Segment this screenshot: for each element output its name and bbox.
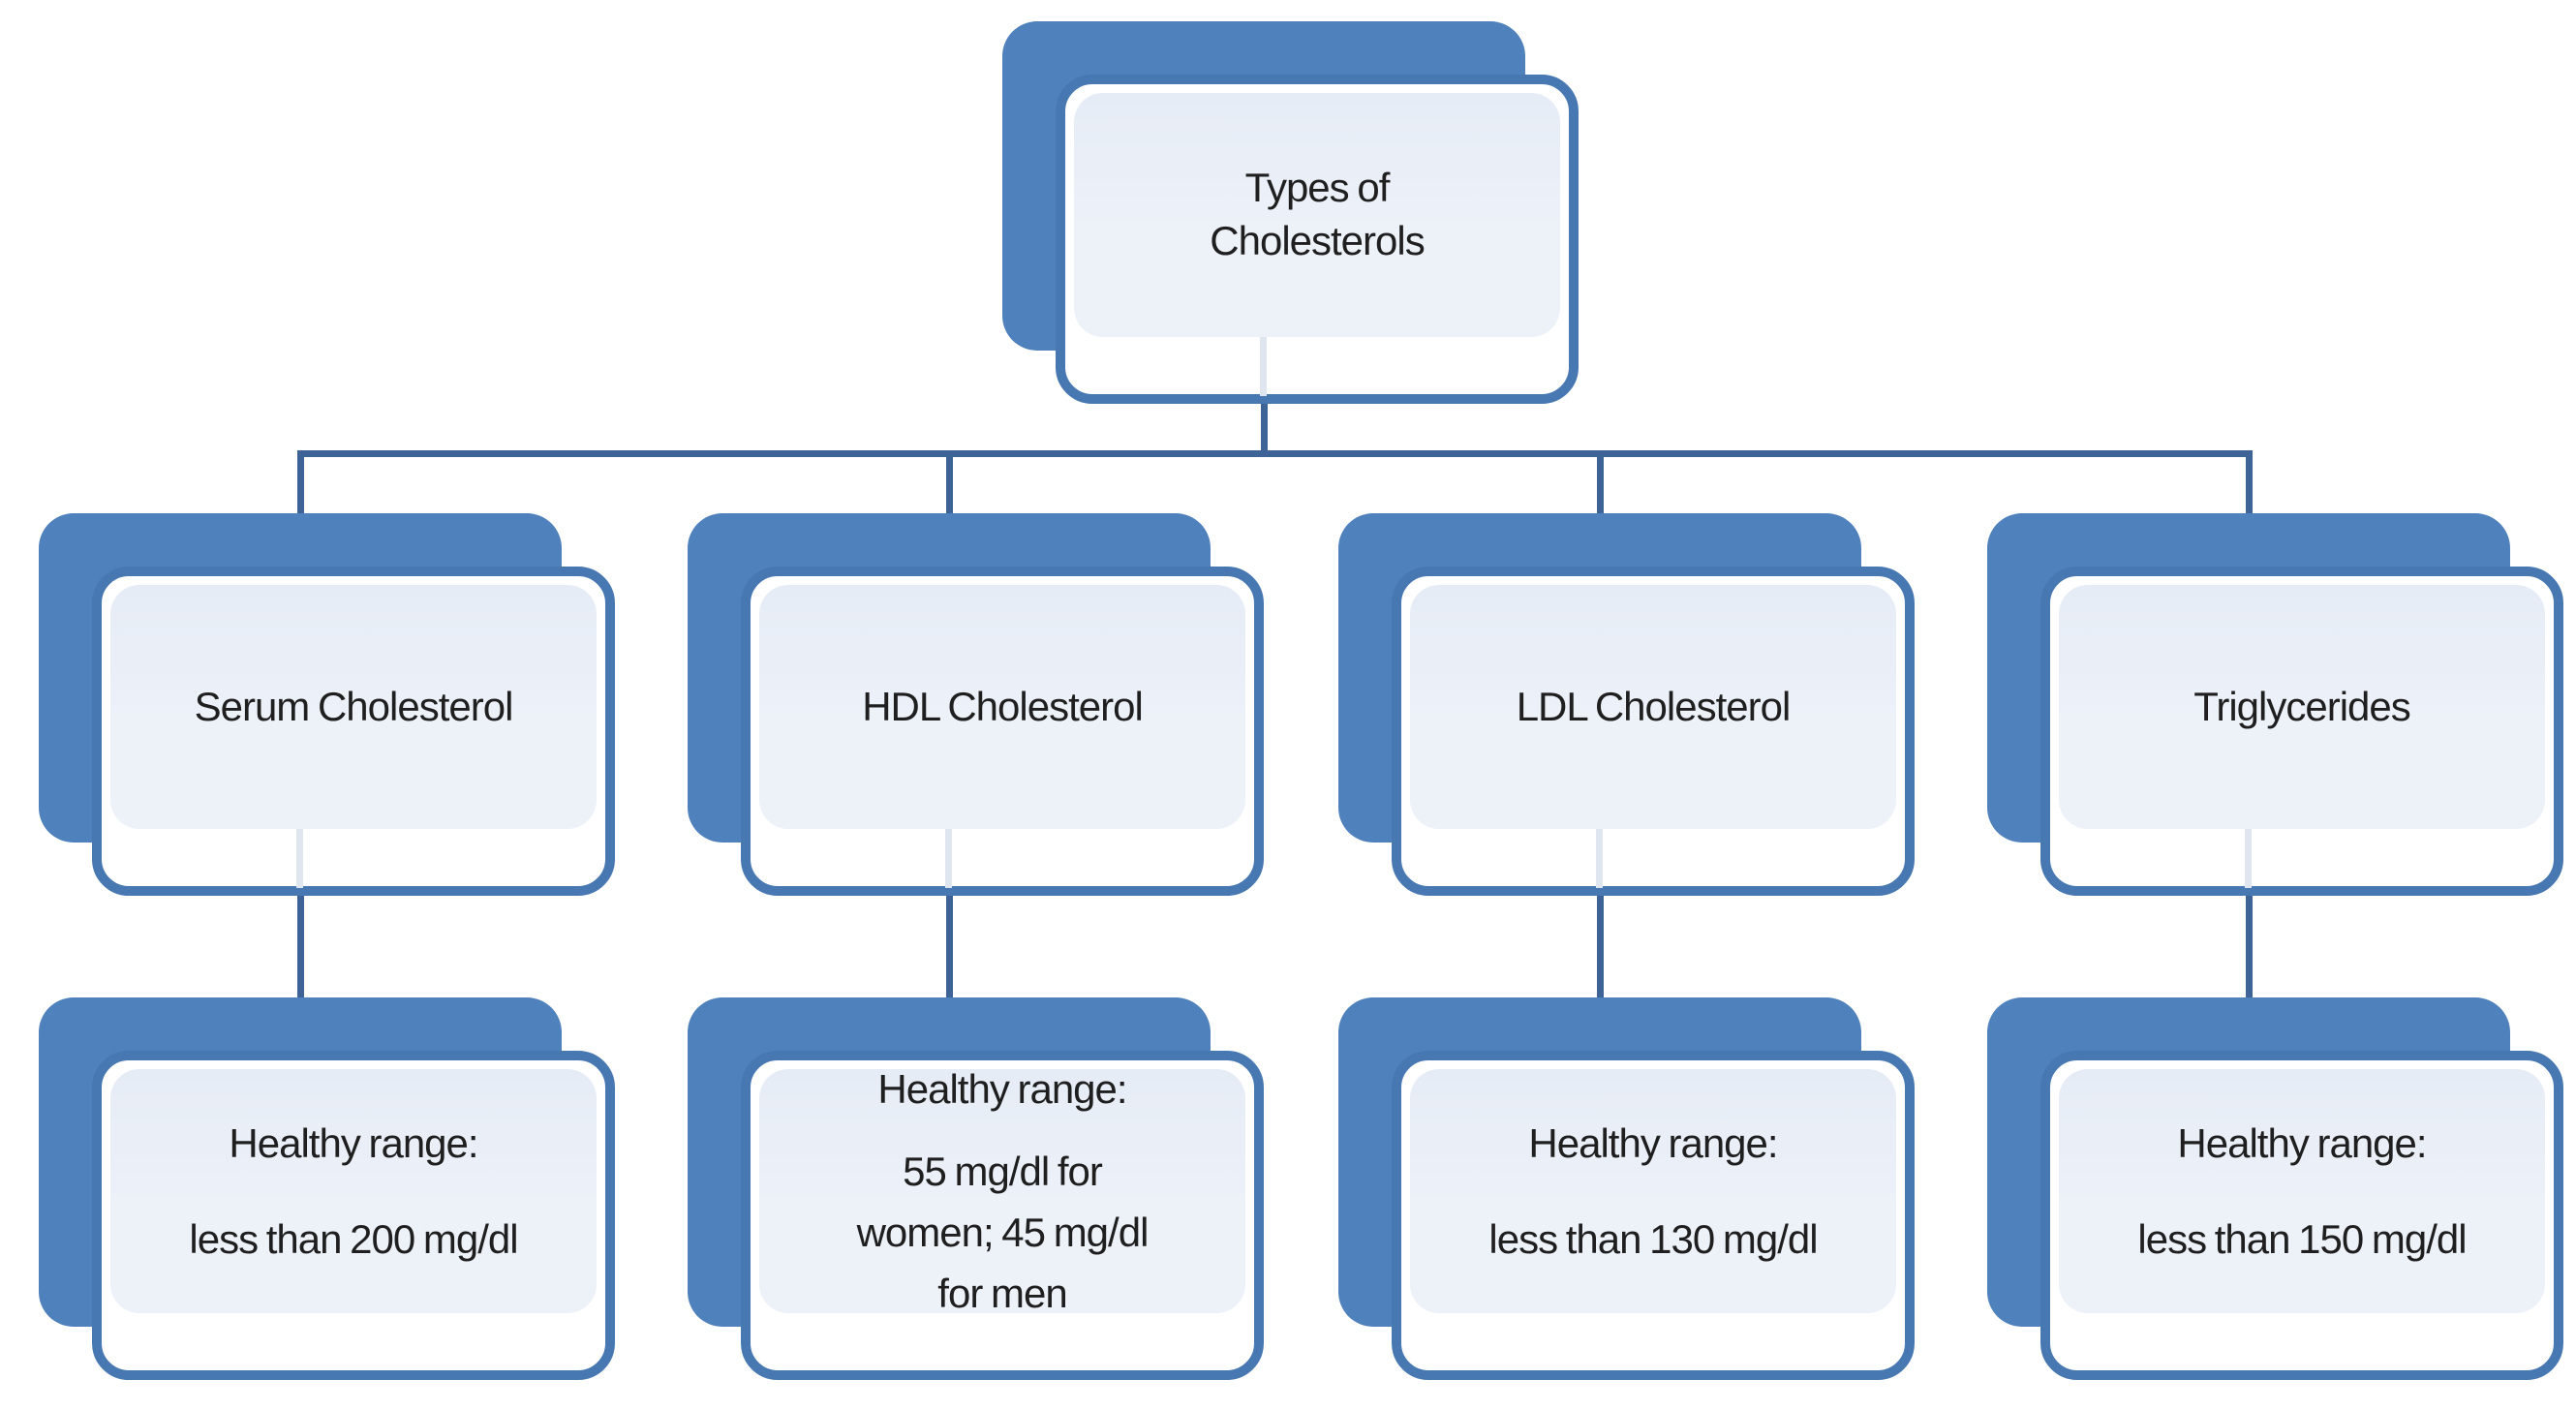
range-intro: Healthy range: — [1528, 1120, 1778, 1166]
connector-drop-serum — [297, 450, 304, 516]
connector-triglycerides-to-range — [2246, 896, 2253, 999]
card-text-panel: Healthy range: less than 150 mg/dl — [2059, 1069, 2545, 1313]
node-triglycerides-healthy-range: Healthy range: less than 150 mg/dl — [1987, 997, 2563, 1380]
root-label-line: Cholesterols — [1210, 218, 1425, 263]
range-value: less than 200 mg/dl — [189, 1216, 518, 1262]
card-front-shape: Healthy range: less than 200 mg/dl — [92, 1051, 615, 1380]
type-label: LDL Cholesterol — [1516, 683, 1792, 729]
node-serum-healthy-range: Healthy range: less than 200 mg/dl — [39, 997, 615, 1380]
card-text-panel: Types of Cholesterols — [1074, 93, 1560, 337]
node-serum-cholesterol: Serum Cholesterol — [39, 513, 615, 896]
card-text-panel: Triglycerides — [2059, 585, 2545, 829]
connector-root-stub — [1261, 404, 1268, 457]
card-front-shape: Serum Cholesterol — [92, 567, 615, 896]
card-front-shape: Triglycerides — [2040, 567, 2563, 896]
card-front-shape: Healthy range: less than 150 mg/dl — [2040, 1051, 2563, 1380]
connector-hdl-to-range — [946, 896, 953, 999]
type-label: Serum Cholesterol — [194, 683, 514, 729]
root-label-line: Types of — [1244, 165, 1391, 211]
card-text-panel: Healthy range: 55 mg/dl for women; 45 mg… — [759, 1066, 1245, 1316]
connector-horizontal-rail — [297, 450, 2253, 457]
card-front-shape: Healthy range: less than 130 mg/dl — [1392, 1051, 1915, 1380]
node-hdl-cholesterol: HDL Cholesterol — [688, 513, 1264, 896]
card-text-panel: Healthy range: less than 130 mg/dl — [1410, 1069, 1896, 1313]
connector-drop-triglycerides — [2246, 450, 2253, 516]
node-hdl-healthy-range: Healthy range: 55 mg/dl for women; 45 mg… — [688, 997, 1264, 1380]
card-front-shape: LDL Cholesterol — [1392, 567, 1915, 896]
card-text-panel: HDL Cholesterol — [759, 585, 1245, 829]
node-types-of-cholesterols: Types of Cholesterols — [1002, 21, 1579, 404]
card-front-shape: Types of Cholesterols — [1056, 75, 1579, 404]
connector-ldl-to-range — [1597, 896, 1604, 999]
range-value: women; 45 mg/dl — [856, 1210, 1150, 1255]
card-text-panel: Serum Cholesterol — [110, 585, 597, 829]
card-front-shape: Healthy range: 55 mg/dl for women; 45 mg… — [741, 1051, 1264, 1380]
connector-through-strip — [2245, 829, 2252, 888]
range-value: less than 130 mg/dl — [1488, 1216, 1818, 1262]
range-value: less than 150 mg/dl — [2137, 1216, 2467, 1262]
card-text-panel: Healthy range: less than 200 mg/dl — [110, 1069, 597, 1313]
connector-through-strip — [945, 829, 952, 888]
type-label: Triglycerides — [2193, 683, 2410, 729]
node-ldl-cholesterol: LDL Cholesterol — [1338, 513, 1915, 896]
connector-through-strip — [1596, 829, 1603, 888]
connector-through-strip — [1260, 337, 1267, 396]
node-ldl-healthy-range: Healthy range: less than 130 mg/dl — [1338, 997, 1915, 1380]
connector-through-strip — [296, 829, 303, 888]
range-intro: Healthy range: — [229, 1120, 478, 1166]
card-text-panel: LDL Cholesterol — [1410, 585, 1896, 829]
range-intro: Healthy range: — [2177, 1120, 2427, 1166]
connector-drop-ldl — [1597, 450, 1604, 516]
node-triglycerides: Triglycerides — [1987, 513, 2563, 896]
card-front-shape: HDL Cholesterol — [741, 567, 1264, 896]
range-intro: Healthy range: — [877, 1066, 1127, 1112]
connector-drop-hdl — [946, 450, 953, 516]
type-label: HDL Cholesterol — [862, 683, 1144, 729]
connector-serum-to-range — [297, 896, 304, 999]
range-value: 55 mg/dl for — [903, 1149, 1103, 1194]
range-value: for men — [937, 1271, 1067, 1316]
